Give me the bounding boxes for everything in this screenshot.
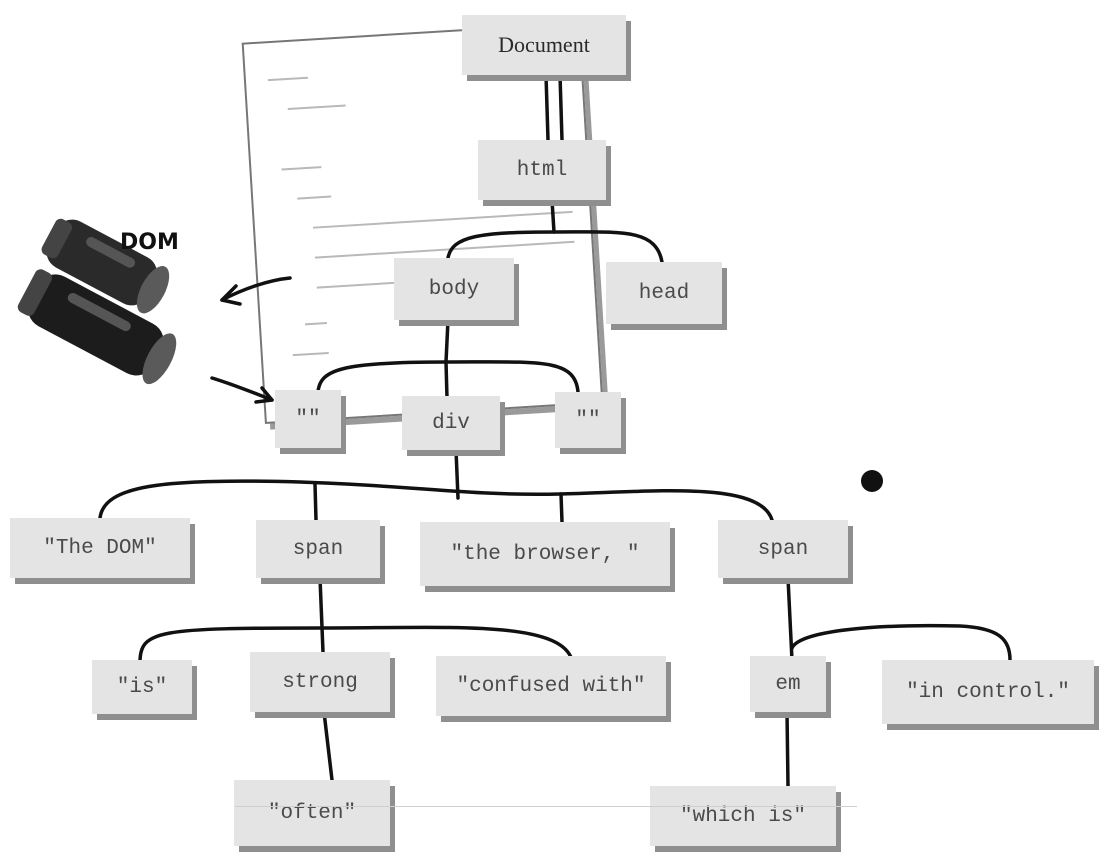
node-head: head xyxy=(606,262,722,324)
divider-line xyxy=(235,806,857,807)
node-em: em xyxy=(750,656,826,712)
node-empty-text-left: "" xyxy=(275,390,341,448)
node-text-is: "is" xyxy=(92,660,192,714)
node-document: Document xyxy=(462,15,626,75)
bullet-dot xyxy=(861,470,883,492)
node-strong: strong xyxy=(250,652,390,712)
node-empty-text-right: "" xyxy=(555,392,621,448)
node-span-2: span xyxy=(718,520,848,578)
node-div: div xyxy=(402,396,500,450)
node-body: body xyxy=(394,258,514,320)
node-text-which-is: "which is" xyxy=(650,786,836,846)
node-text-often: "often" xyxy=(234,780,390,846)
node-text-in-control: "in control." xyxy=(882,660,1094,724)
node-text-the-browser: "the browser, " xyxy=(420,522,670,586)
node-span-1: span xyxy=(256,520,380,578)
node-text-the-dom: "The DOM" xyxy=(10,518,190,578)
binoculars-icon xyxy=(17,218,177,385)
node-html: html xyxy=(478,140,606,200)
dom-label: DOM xyxy=(120,230,179,255)
node-text-confused-with: "confused with" xyxy=(436,656,666,716)
